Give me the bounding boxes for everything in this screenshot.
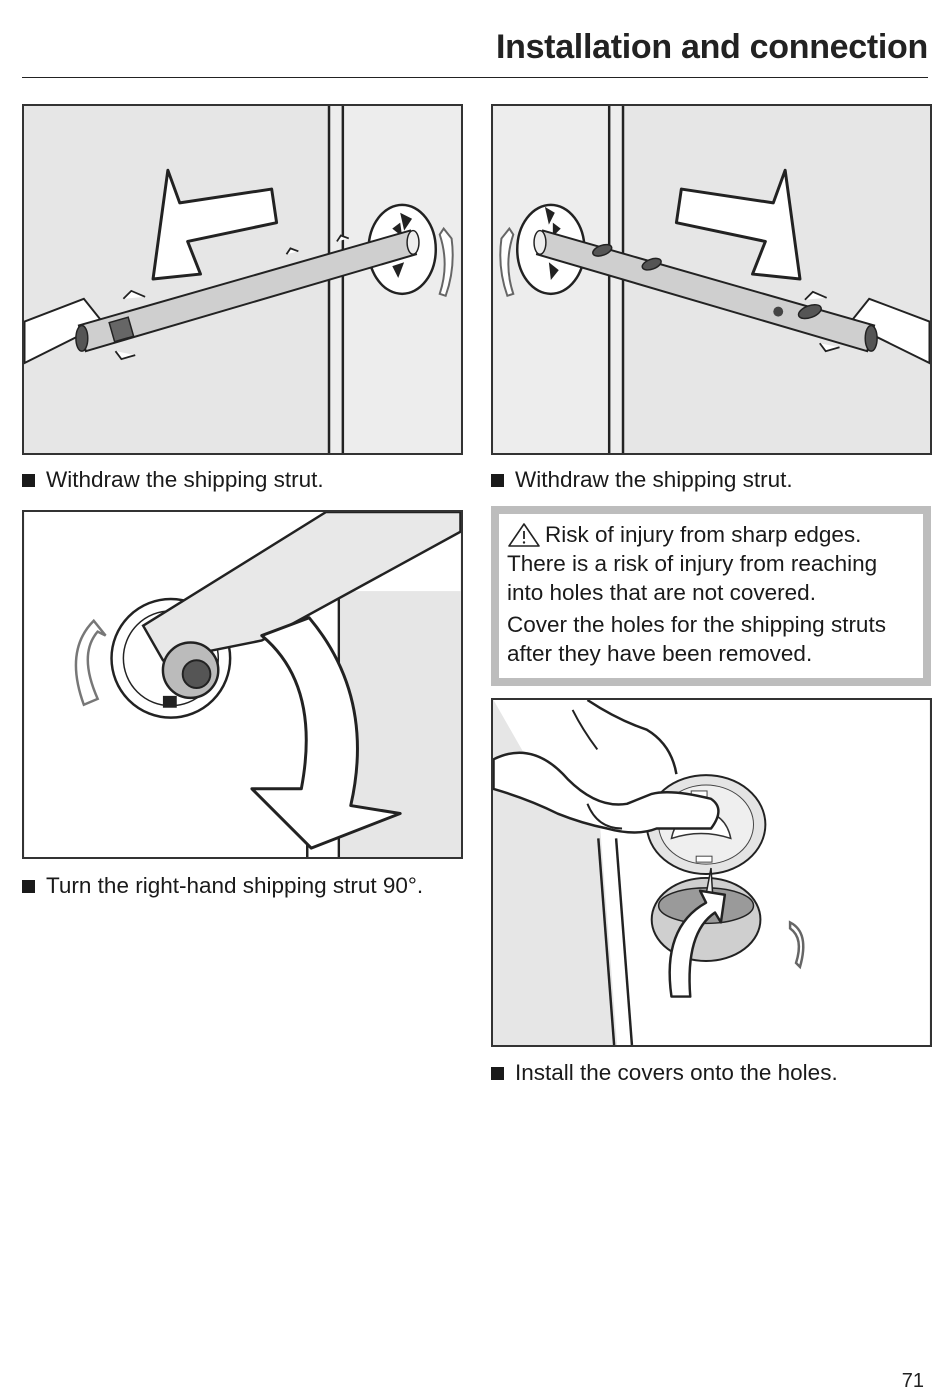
step-text: Withdraw the shipping strut. — [515, 467, 793, 492]
figure-turn-strut — [22, 510, 463, 859]
strut-bar — [533, 229, 878, 353]
insert-arrow-icon — [668, 889, 727, 998]
right-arrow-icon — [674, 168, 802, 281]
warning-box: Risk of injury from sharp edges. There i… — [491, 506, 931, 686]
step-withdraw-right: Withdraw the shipping strut. — [491, 465, 932, 494]
withdraw-left-strut-illustration — [24, 106, 461, 453]
rotate-arrow-icon — [499, 226, 515, 298]
step-install-covers: Install the covers onto the holes. — [491, 1058, 932, 1087]
strut-bar — [141, 512, 461, 662]
figure-withdraw-right-strut — [491, 104, 932, 455]
hand-icon — [493, 700, 720, 834]
figure-withdraw-left-strut — [22, 104, 463, 455]
warning-text-1: There is a risk of injury from reaching … — [507, 551, 878, 605]
warning-text-2: Cover the holes for the shipping struts … — [507, 612, 886, 666]
bullet-icon — [22, 880, 35, 893]
step-text: Withdraw the shipping strut. — [46, 467, 324, 492]
left-arrow-icon — [151, 168, 279, 281]
bullet-icon — [491, 474, 504, 487]
step-text: Turn the right-hand shipping strut 90°. — [46, 873, 424, 898]
warning-title-row: Risk of injury from sharp edges. — [507, 520, 913, 549]
warning-title: Risk of injury from sharp edges. — [545, 522, 862, 547]
rotate-arrow-icon — [74, 618, 107, 707]
step-withdraw-left: Withdraw the shipping strut. — [22, 465, 463, 494]
install-covers-illustration — [493, 700, 930, 1045]
strut-bar — [75, 229, 420, 353]
turn-arrow-icon — [250, 616, 402, 850]
rotate-arrow-icon — [788, 920, 805, 970]
withdraw-right-strut-illustration — [493, 106, 930, 453]
turn-strut-illustration — [24, 512, 461, 857]
bullet-icon — [491, 1067, 504, 1080]
page-number: 71 — [901, 1370, 924, 1392]
figure-install-covers — [491, 698, 932, 1047]
rotate-arrow-icon — [438, 226, 454, 298]
step-text: Install the covers onto the holes. — [515, 1060, 838, 1085]
page-title: Installation and connection — [495, 28, 928, 66]
header-divider — [22, 77, 928, 78]
bullet-icon — [22, 474, 35, 487]
step-turn-right: Turn the right-hand shipping strut 90°. — [22, 871, 442, 900]
warning-triangle-icon — [508, 522, 540, 547]
